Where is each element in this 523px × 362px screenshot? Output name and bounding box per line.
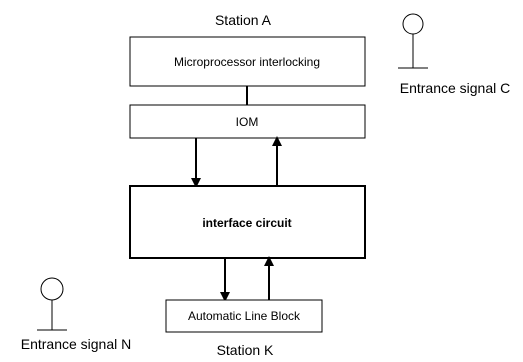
automatic-line-block-box <box>165 299 323 333</box>
entrance-signal-n-icon <box>37 277 67 331</box>
entrance-signal-c-label: Entrance signal C <box>400 80 511 96</box>
automatic-line-block-label: Automatic Line Block <box>188 309 301 323</box>
interface-circuit-label: interface circuit <box>202 216 291 230</box>
entrance-signal-c-icon <box>398 13 428 69</box>
entrance-signal-n-label: Entrance signal N <box>21 336 132 352</box>
station-k-label: Station K <box>217 342 274 358</box>
interface-circuit-box <box>129 185 366 259</box>
iom-box <box>129 104 366 139</box>
microprocessor-interlocking-box <box>129 36 366 87</box>
microprocessor-interlocking-label: Microprocessor interlocking <box>174 55 320 69</box>
station-a-label: Station A <box>215 12 272 28</box>
iom-label: IOM <box>236 115 259 129</box>
